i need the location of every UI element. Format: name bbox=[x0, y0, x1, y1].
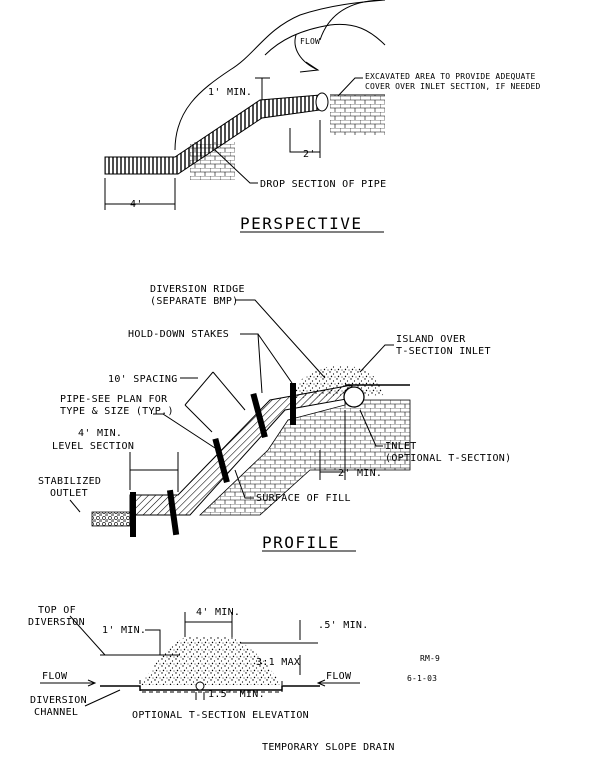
profile-stabilized-2: OUTLET bbox=[50, 488, 88, 499]
perspective-view: FLOW EXCAVATED AREA TO PROVIDE ADEQUATE … bbox=[104, 0, 541, 233]
profile-pipe-note-1: PIPE-SEE PLAN FOR bbox=[60, 394, 168, 405]
perspective-4ft-label: 4' bbox=[130, 199, 143, 210]
elevation-flow-right-arrow bbox=[316, 679, 360, 687]
elevation-flow-left-arrow bbox=[40, 679, 97, 687]
elevation-top-div-leader bbox=[69, 615, 106, 656]
perspective-min-cover-label: 1' MIN. bbox=[208, 87, 252, 98]
profile-stake-1 bbox=[130, 492, 136, 537]
elevation-pipe-circle bbox=[195, 681, 205, 691]
perspective-title: PERSPECTIVE bbox=[240, 214, 362, 233]
profile-view: DIVERSION RIDGE (SEPARATE BMP) HOLD-DOWN… bbox=[38, 284, 511, 552]
profile-island-2: T-SECTION INLET bbox=[396, 346, 491, 357]
profile-stake-2 bbox=[166, 489, 180, 536]
elevation-div-channel-leader bbox=[84, 689, 121, 707]
profile-hold-down-leader bbox=[240, 333, 293, 394]
perspective-excavated-note-2: COVER OVER INLET SECTION, IF NEEDED bbox=[365, 82, 541, 91]
perspective-ridge bbox=[264, 23, 386, 56]
elevation-div-channel-2: CHANNEL bbox=[34, 707, 78, 718]
profile-island-leader bbox=[359, 344, 394, 373]
perspective-excavated-note-1: EXCAVATED AREA TO PROVIDE ADEQUATE bbox=[365, 72, 536, 81]
profile-earth bbox=[199, 399, 411, 516]
profile-pipe-note-2: TYPE & SIZE (TYP.) bbox=[60, 406, 174, 417]
elevation-slope-label: 3:1 MAX bbox=[256, 657, 300, 668]
profile-inlet-2: (OPTIONAL T-SECTION) bbox=[385, 453, 511, 464]
elevation-half-ft-dim bbox=[240, 620, 318, 675]
elevation-1-5ft-label: 1.5' MIN. bbox=[208, 689, 265, 700]
profile-inlet-1: INLET bbox=[385, 441, 417, 452]
elevation-1ft-leader bbox=[145, 629, 161, 655]
profile-stake-5 bbox=[290, 383, 296, 425]
profile-hold-down-label: HOLD-DOWN STAKES bbox=[128, 329, 229, 340]
profile-2ft-label: 2' MIN. bbox=[338, 468, 382, 479]
profile-pipe-note-leader bbox=[153, 413, 216, 449]
elevation-top-div-2: DIVERSION bbox=[28, 617, 85, 628]
elevation-flow-right: FLOW bbox=[326, 671, 352, 682]
perspective-min-cover-dim bbox=[255, 77, 270, 100]
elevation-4ft-dim bbox=[184, 612, 233, 637]
perspective-2ft-dim bbox=[289, 120, 321, 158]
perspective-flow-arrowhead bbox=[299, 61, 320, 73]
profile-surface-label: SURFACE OF FILL bbox=[256, 493, 351, 504]
profile-stabilized-outlet bbox=[91, 511, 131, 527]
elevation-top-div-1: TOP OF bbox=[38, 605, 76, 616]
sheet-title: TEMPORARY SLOPE DRAIN bbox=[262, 742, 395, 753]
profile-diversion-ridge-leader bbox=[235, 299, 326, 379]
perspective-ground-outline bbox=[174, 0, 386, 151]
profile-spacing-leader bbox=[180, 371, 214, 433]
elevation-view: 4' MIN. TOP OF DIVERSION 1' MIN. .5' MIN… bbox=[28, 605, 369, 721]
elevation-mound bbox=[140, 637, 282, 685]
profile-stabilized-leader bbox=[69, 499, 81, 513]
profile-inlet-leader bbox=[359, 409, 383, 447]
profile-stake-4 bbox=[250, 392, 268, 438]
sheet-code: RM-9 bbox=[420, 654, 440, 663]
profile-2ft-dim bbox=[319, 410, 346, 480]
profile-diversion-ridge-2: (SEPARATE BMP) bbox=[150, 296, 239, 307]
profile-title: PROFILE bbox=[262, 533, 340, 552]
elevation-div-channel-1: DIVERSION bbox=[30, 695, 87, 706]
profile-level-2: LEVEL SECTION bbox=[52, 441, 134, 452]
perspective-flow-label: FLOW bbox=[300, 37, 320, 46]
perspective-drop-leader bbox=[214, 149, 258, 184]
sheet-date: 6-1-03 bbox=[407, 674, 437, 683]
profile-inlet bbox=[343, 386, 365, 408]
profile-island-1: ISLAND OVER bbox=[396, 334, 466, 345]
perspective-drop-label: DROP SECTION OF PIPE bbox=[260, 179, 386, 190]
profile-stake-3 bbox=[212, 437, 230, 483]
profile-spacing-label: 10' SPACING bbox=[108, 374, 178, 385]
elevation-caption: OPTIONAL T-SECTION ELEVATION bbox=[132, 710, 309, 721]
perspective-excavated-leader bbox=[337, 77, 363, 97]
elevation-ground bbox=[100, 685, 320, 691]
elevation-1-5ft-dim bbox=[195, 692, 205, 700]
elevation-1ft-label: 1' MIN. bbox=[102, 625, 146, 636]
elevation-flow-left: FLOW bbox=[42, 671, 68, 682]
profile-surface-leader bbox=[234, 469, 254, 499]
perspective-slope-top bbox=[319, 0, 386, 41]
profile-stabilized-1: STABILIZED bbox=[38, 476, 101, 487]
profile-level-1: 4' MIN. bbox=[78, 428, 122, 439]
profile-spacing-dim bbox=[212, 371, 246, 411]
perspective-flow-arrow bbox=[294, 34, 319, 71]
perspective-4ft-dim bbox=[104, 178, 176, 210]
profile-level-dim bbox=[129, 452, 179, 492]
perspective-2ft-label: 2' bbox=[303, 149, 316, 160]
perspective-earth-right bbox=[330, 95, 385, 135]
perspective-inlet bbox=[315, 92, 329, 112]
elevation-4ft-label: 4' MIN. bbox=[196, 607, 240, 618]
profile-diversion-ridge-1: DIVERSION RIDGE bbox=[150, 284, 245, 295]
elevation-half-ft-label: .5' MIN. bbox=[318, 620, 369, 631]
